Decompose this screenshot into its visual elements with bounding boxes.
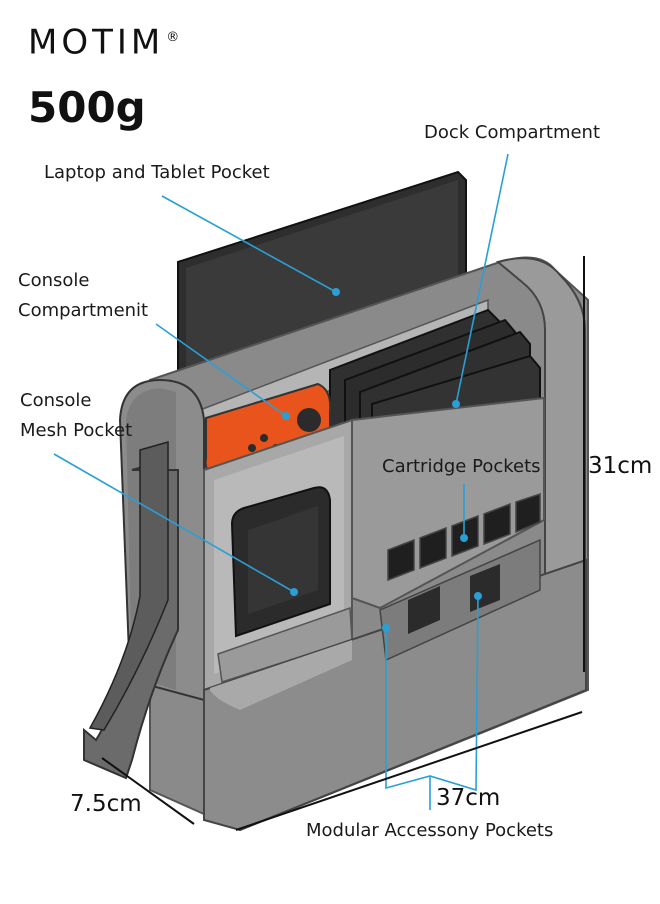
brand-logo: MOTIM® [28, 18, 179, 62]
leader-dots [282, 288, 482, 632]
cartridge-slots [387, 492, 541, 582]
registered-mark: ® [166, 30, 180, 45]
modular-pockets [379, 538, 541, 662]
cartridge-pockets-label: Cartridge Pockets [382, 456, 541, 477]
height-dimension: 31cm [588, 453, 653, 479]
width-dimension: 37cm [436, 785, 501, 811]
laptop-tablet-label: Laptop and Tablet Pocket [44, 162, 270, 183]
depth-dimension: 7.5cm [70, 791, 142, 817]
mesh-pocket-label-line2: Mesh Pocket [20, 420, 133, 441]
modular-pockets-label: Modular Accessony Pockets [306, 820, 554, 841]
strap [83, 441, 179, 780]
console-compartment-label-line1: Console [18, 270, 90, 291]
dock-label: Dock Compartment [424, 122, 601, 143]
console-compartment-label-line2: Compartmenit [18, 300, 149, 321]
leader-lines [53, 153, 509, 792]
dimension-lines [101, 256, 585, 831]
joycon [204, 382, 332, 476]
mesh-pocket-label-line1: Console [20, 390, 92, 411]
weight-label: 500g [28, 83, 146, 132]
brand-name: MOTIM [28, 22, 165, 63]
